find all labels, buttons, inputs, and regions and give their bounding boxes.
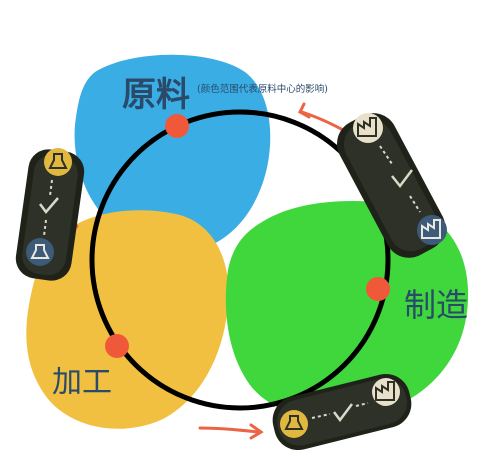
chip-top-right	[336, 113, 447, 258]
chip-top-left	[15, 148, 85, 281]
check-icon	[39, 197, 59, 214]
raw-material-region	[74, 54, 271, 252]
check-icon	[333, 403, 353, 423]
flask-icon	[280, 410, 308, 438]
arrow-bottom	[198, 423, 264, 440]
check-icon	[391, 169, 413, 189]
node-raw	[165, 114, 189, 138]
flask-icon	[26, 238, 54, 266]
flask-icon	[44, 148, 72, 176]
node-manufacture	[366, 277, 390, 301]
raw-material-note: (颜色范围代表原料中心的影响)	[197, 83, 328, 95]
manufacture-label: 制造	[404, 286, 468, 324]
raw-material-title: 原料	[122, 75, 190, 115]
flask-icon	[48, 153, 68, 169]
chip-bottom	[272, 373, 412, 451]
node-processing	[105, 334, 129, 358]
processing-label: 加工	[52, 365, 112, 400]
cycle-ring	[89, 109, 391, 411]
processing-region	[26, 210, 229, 429]
